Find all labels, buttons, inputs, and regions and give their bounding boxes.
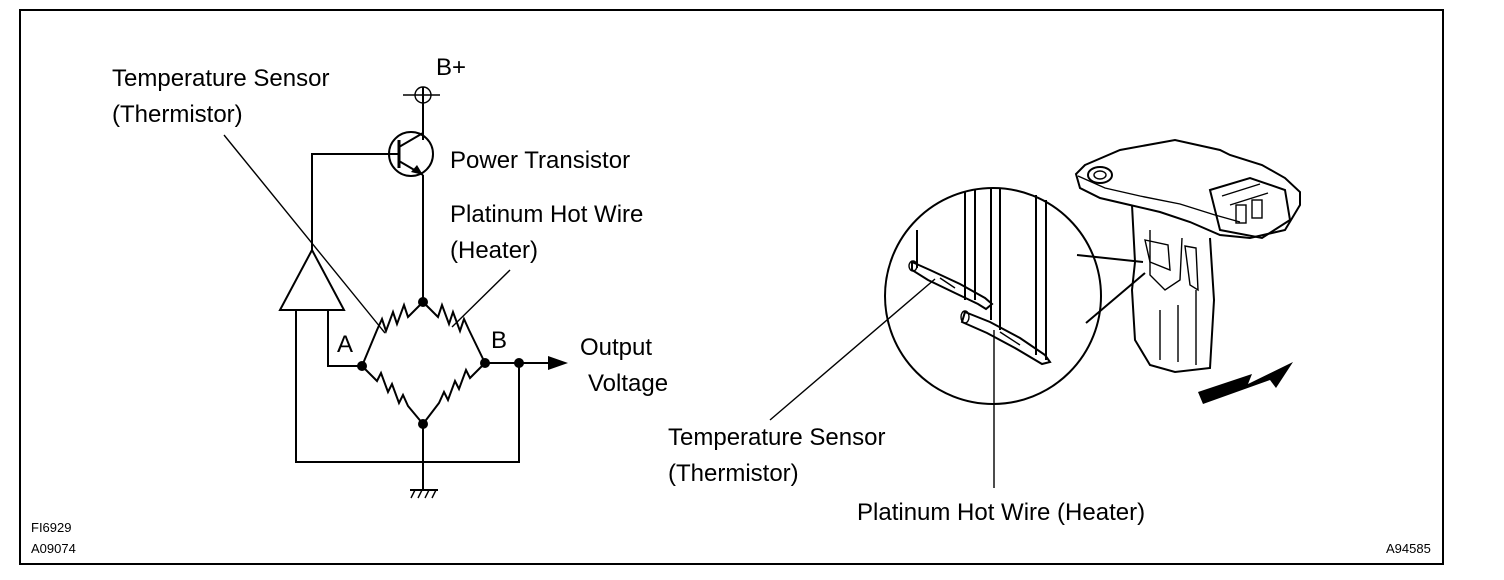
output-arrow [548,356,568,370]
node-a [357,361,367,371]
sensor-illustration: Temperature Sensor (Thermistor) Platinum… [668,138,1431,556]
thermistor-leader-line [223,134,386,334]
mass-air-flow-sensor-body [1074,138,1301,374]
supply-terminal [403,86,440,140]
magnifier-connector-bottom [1085,272,1146,324]
right-hot-wire-label: Platinum Hot Wire (Heater) [857,499,1145,526]
power-transistor-label: Power Transistor [450,147,630,174]
node-top [418,297,428,307]
output-label-1: Output [580,334,652,361]
ground-symbol [410,424,438,499]
amp-input-feedback-wire [295,310,520,463]
output-label-2: Voltage [588,370,668,397]
thermistor-resistor [361,301,424,367]
right-thermistor-leader-line [769,278,936,421]
bridge-resistor-bottom-left [361,365,424,425]
magnified-view-circle [884,187,1102,405]
right-temp-sensor-label-2: (Thermistor) [668,460,799,487]
base-wire [311,153,399,250]
air-flow-arrow [1198,362,1293,404]
supply-label: B+ [436,54,466,81]
wheatstone-bridge [357,297,490,429]
node-a-label: A [337,331,353,358]
figure-code-1: FI6929 [31,520,71,535]
left-hot-wire-label-2: (Heater) [450,237,538,264]
node-b-label: B [491,327,507,354]
sensor-channel-lines [916,188,1047,360]
hot-wire-element [960,310,1052,366]
diagram-frame [19,9,1444,565]
thermistor-element [908,260,994,311]
left-hot-wire-label-1: Platinum Hot Wire [450,201,643,228]
magnifier-connector-top [1076,254,1144,263]
amplifier-symbol [278,247,346,311]
hot-wire-leader-line [451,269,511,328]
right-temp-sensor-label-1: Temperature Sensor [668,424,885,451]
node-output [514,358,524,368]
left-temp-sensor-label-1: Temperature Sensor [112,65,329,92]
hot-wire-resistor [422,301,486,364]
left-temp-sensor-label-2: (Thermistor) [112,101,243,128]
figure-code-2: A09074 [31,541,76,556]
amp-input-a-wire [327,310,362,367]
bridge-resistor-bottom-right [422,362,486,425]
right-figure-code: A94585 [1386,541,1431,556]
circuit-diagram: Temperature Sensor (Thermistor) B+ Power… [31,54,668,556]
